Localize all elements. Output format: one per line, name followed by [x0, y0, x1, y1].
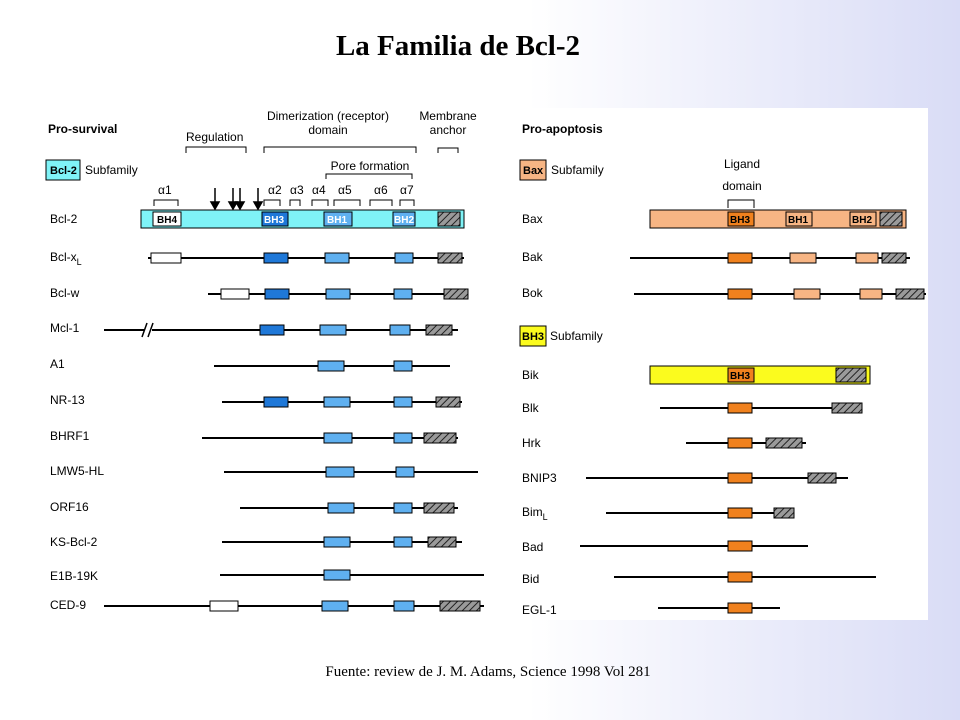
bcl-2-structure: BH4 BH3 BH1 BH2	[140, 209, 465, 229]
bax-bh3-box	[727, 211, 755, 227]
protein-ks-bcl-2: KS-Bcl-2	[50, 535, 98, 549]
region-anchor: anchor	[430, 123, 467, 137]
protein-mcl-1: Mcl-1	[50, 321, 80, 335]
bax-subfamily-label: Subfamily	[551, 163, 604, 177]
protein-bcl-2: Bcl-2	[50, 212, 78, 226]
pro-survival-heading: Pro-survival	[48, 122, 117, 136]
helix-a2: α2	[268, 183, 282, 197]
pro-apoptosis-domain-boxes	[727, 252, 925, 614]
bax-bh1-box	[785, 211, 813, 227]
pro-survival-domain-boxes	[150, 252, 481, 612]
protein-hrk: Hrk	[522, 436, 542, 450]
bax-structure: BH3 BH1 BH2	[649, 209, 907, 229]
pro-apoptosis-heading: Pro-apoptosis	[522, 122, 603, 136]
region-membrane: Membrane	[419, 109, 477, 123]
bcl-2-backbone	[140, 209, 465, 229]
pore-bracket	[325, 173, 413, 179]
pro-apoptosis-protein-names: Bax Bak Bok Bik Blk Hrk BNIP3 BimL Bad B…	[522, 212, 557, 617]
protein-blk: Blk	[522, 401, 540, 415]
protein-bok: Bok	[522, 286, 544, 300]
protein-bnip3: BNIP3	[522, 471, 557, 485]
bax-backbone	[649, 209, 907, 229]
ligand-bracket	[727, 199, 755, 208]
helix-a3: α3	[290, 183, 304, 197]
bik-bh3-label: BH3	[730, 371, 750, 382]
protein-bim-l: BimL	[522, 505, 548, 522]
diagram-svg: Pro-survival Bcl-2 Subfamily Regulation …	[45, 109, 926, 617]
region-pore-formation: Pore formation	[331, 159, 410, 173]
bh1-box	[323, 211, 353, 227]
bik-anchor-box	[835, 367, 867, 383]
mcl1-break-mark	[141, 322, 154, 338]
cleavage-arrows	[209, 188, 264, 211]
protein-ced-9: CED-9	[50, 598, 86, 612]
bh3-subfamily-legend: BH3 Subfamily	[519, 325, 603, 347]
pro-survival-lines	[104, 257, 484, 607]
bax-bh2-label: BH2	[852, 215, 872, 226]
bax-subfamily-legend: Bax Subfamily	[519, 159, 604, 181]
bcl2-subfamily-label: Subfamily	[85, 163, 138, 177]
bh1-label: BH1	[327, 215, 347, 226]
membrane-anchor-box	[437, 211, 461, 227]
bax-subfamily-badge: Bax	[523, 165, 544, 177]
ligand-domain-label: domain	[722, 179, 761, 193]
protein-bax: Bax	[522, 212, 543, 226]
source-citation: Fuente: review de J. M. Adams, Science 1…	[325, 664, 651, 680]
bik-bh3-box	[727, 367, 755, 383]
protein-bad: Bad	[522, 540, 543, 554]
bh4-box	[152, 211, 182, 227]
protein-orf16: ORF16	[50, 500, 89, 514]
protein-bhrf1: BHRF1	[50, 429, 90, 443]
bh3-box	[261, 211, 289, 227]
protein-bcl-w: Bcl-w	[50, 286, 80, 300]
protein-bik: Bik	[522, 368, 540, 382]
bcl2-family-diagram: Pro-survival Bcl-2 Subfamily Regulation …	[38, 108, 928, 620]
ligand-label: Ligand	[724, 157, 760, 171]
slide-title: La Familia de Bcl-2	[335, 30, 581, 62]
anchor-bracket	[437, 147, 459, 153]
helix-a4: α4	[312, 183, 326, 197]
region-regulation: Regulation	[186, 130, 243, 144]
dimerization-bracket	[263, 146, 417, 153]
helix-a6: α6	[374, 183, 388, 197]
bcl2-subfamily-badge: Bcl-2	[50, 165, 77, 177]
bcl2-subfamily-legend: Bcl-2 Subfamily	[45, 159, 138, 181]
region-dimerization: Dimerization (receptor)	[267, 109, 389, 123]
helix-a5: α5	[338, 183, 352, 197]
pro-apoptosis-lines	[580, 257, 926, 609]
bh2-box	[392, 211, 416, 227]
bh4-label: BH4	[157, 215, 177, 226]
bh3-label: BH3	[264, 215, 284, 226]
protein-nr-13: NR-13	[50, 393, 85, 407]
protein-bak: Bak	[522, 250, 544, 264]
bh3-subfamily-badge: BH3	[522, 331, 544, 343]
protein-e1b-19k: E1B-19K	[50, 569, 98, 583]
bik-backbone	[649, 365, 871, 385]
bax-bh3-label: BH3	[730, 215, 750, 226]
helix-labels: α1 α2 α3 α4 α5 α6 α7	[158, 183, 414, 197]
protein-bcl-xl: Bcl-xL	[50, 250, 82, 267]
helix-a7: α7	[400, 183, 414, 197]
helix-a1: α1	[158, 183, 172, 197]
bh2-label: BH2	[394, 215, 414, 226]
bax-bh1-label: BH1	[788, 215, 808, 226]
protein-egl-1: EGL-1	[522, 603, 557, 617]
region-dimerization-domain: domain	[308, 123, 347, 137]
regulation-bracket	[185, 146, 247, 153]
bik-structure: BH3	[649, 365, 871, 385]
bax-bh2-box	[849, 211, 877, 227]
protein-bid: Bid	[522, 572, 539, 586]
protein-a1: A1	[50, 357, 65, 371]
bax-anchor-box	[879, 211, 903, 227]
pro-survival-protein-names: Bcl-2 Bcl-xL Bcl-w Mcl-1 A1 NR-13 BHRF1 …	[50, 212, 104, 612]
protein-lmw5-hl: LMW5-HL	[50, 464, 104, 478]
bh3-subfamily-label: Subfamily	[550, 329, 603, 343]
helix-brackets	[153, 199, 415, 206]
